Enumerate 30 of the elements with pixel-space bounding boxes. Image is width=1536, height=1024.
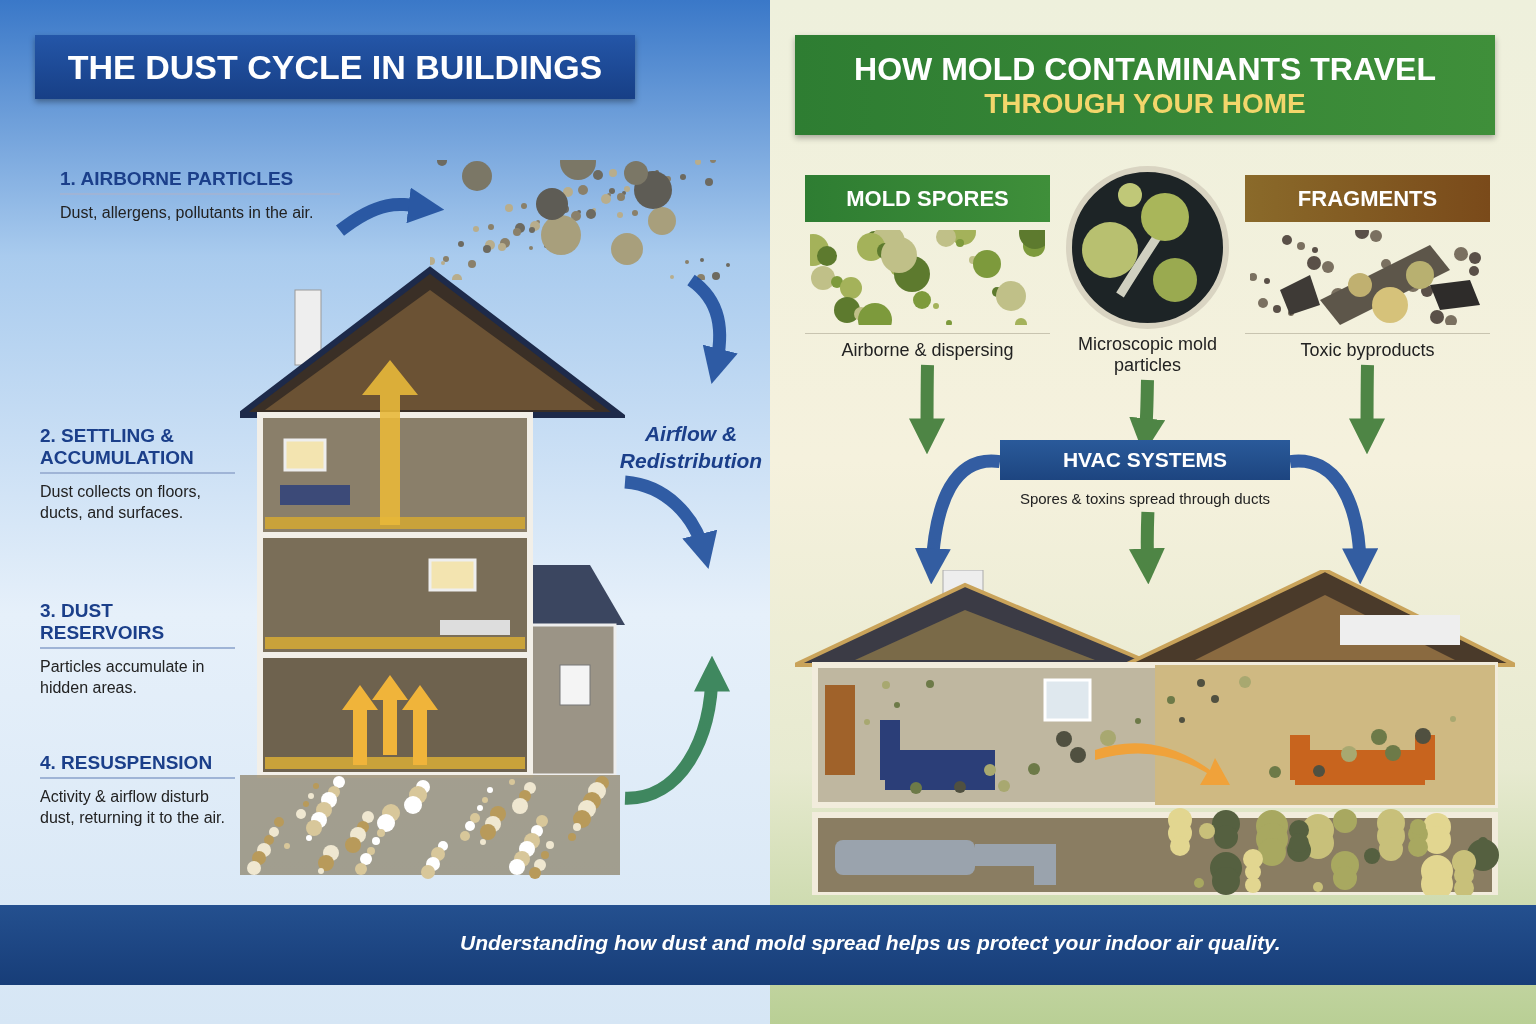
caption-text: Understanding how dust and mold spread helps us protect your indoor air quality.: [460, 931, 1281, 955]
step-description: Dust collects on floors, ducts, and surfaces.: [40, 482, 202, 523]
dust-particle-cloud-drawing: [430, 160, 730, 280]
category-banner: FRAGMENTS: [1245, 175, 1490, 222]
flow-arrow: [336, 187, 445, 236]
caption-text: Airborne & dispersing: [805, 333, 1050, 361]
step-heading: 3. DUST RESERVOIRS: [40, 600, 235, 649]
house-cutaway-drawing: [795, 570, 1515, 895]
subtitle-text: Spores & toxins spread through ducts: [1018, 490, 1272, 507]
flow-arrow: [624, 655, 730, 805]
banner-heading: HOW MOLD CONTAMINANTS TRAVEL: [854, 50, 1436, 88]
step-heading: 2. SETTLING & ACCUMULATION: [40, 425, 235, 474]
flow-arrow: [624, 475, 717, 569]
flow-arrow: [909, 364, 945, 455]
step-description: Particles accumulate in hidden areas.: [40, 657, 206, 698]
step-heading: 1. AIRBORNE PARTICLES: [60, 168, 340, 195]
step-heading: 4. RESUSPENSION: [40, 752, 235, 779]
flow-arrow: [1289, 454, 1378, 585]
hvac-banner: HVAC SYSTEMS: [1000, 440, 1290, 480]
caption-text: Microscopic mold particles: [1076, 334, 1218, 376]
step-description: Activity & airflow disturb dust, returning it to the air.: [40, 787, 226, 828]
title-banner: [795, 35, 1495, 135]
banner-heading: THROUGH YOUR HOME: [984, 87, 1306, 120]
flow-arrow: [1129, 511, 1165, 585]
flow-arrow: [1349, 364, 1385, 455]
title-banner: THE DUST CYCLE IN BUILDINGS: [35, 35, 635, 99]
step-description: Dust, allergens, pollutants in the air.: [60, 203, 315, 223]
category-banner: MOLD SPORES: [805, 175, 1050, 222]
caption-text: Toxic byproducts: [1245, 333, 1490, 361]
flow-label: Airflow & Redistribution: [618, 421, 764, 475]
